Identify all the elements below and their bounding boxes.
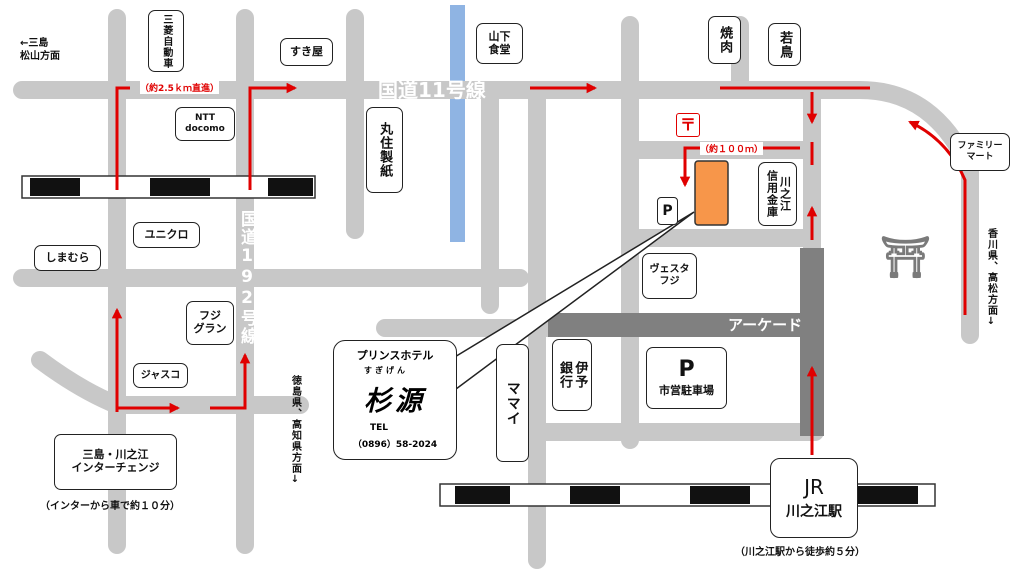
landmark-fuji-grand: フジ グラン xyxy=(186,301,234,345)
station-name: 川之江駅 xyxy=(786,503,842,520)
hotel-name: 杉源 xyxy=(364,386,426,417)
hotel-ruby: すぎげん xyxy=(364,366,408,375)
landmark-yakiniku: 焼肉 xyxy=(708,16,741,64)
shrine-icon: ⛩ xyxy=(880,235,931,281)
interchange-note: （インターから車で約１０分） xyxy=(40,501,180,512)
hotel-prefix: プリンスホテル xyxy=(356,349,434,362)
landmark-jasco: ジャスコ xyxy=(133,363,188,388)
landmark-ntt-docomo: NTT docomo xyxy=(175,107,235,141)
parking-name: 市営駐車場 xyxy=(659,383,714,397)
interchange-box: 三島・川之江 インターチェンジ xyxy=(54,434,177,490)
hotel-tel: （0896）58-2024 xyxy=(352,440,438,450)
landmark-family-mart: ファミリー マート xyxy=(950,133,1010,171)
jr-kawanoe-station: JR 川之江駅 xyxy=(770,458,858,538)
distance-2-5km: （約2.5ｋｍ直進） xyxy=(140,81,219,94)
landmark-maruzumi: 丸住製紙 xyxy=(366,107,403,193)
landmark-sukiya: すき屋 xyxy=(280,38,333,66)
direction-tokushima: 徳島県、高知県方面↓ xyxy=(289,375,301,486)
landmark-wakadori: 若鳥 xyxy=(768,23,801,66)
direction-kagawa: 香川県、高松方面↓ xyxy=(985,228,997,328)
landmark-shimamura: しまむら xyxy=(34,245,101,271)
hotel-tel-label: TEL xyxy=(370,423,389,433)
landmark-mitsubishi: 三菱自動車 xyxy=(148,10,184,72)
distance-100m: （約１００ｍ） xyxy=(700,142,764,155)
landmark-uniqlo: ユニクロ xyxy=(133,222,200,248)
river xyxy=(450,5,465,242)
landmark-iyo-bank: 伊予 銀行 xyxy=(552,339,592,411)
arcade-horizontal xyxy=(548,313,800,337)
road-curve-sw xyxy=(31,351,126,414)
road-label-arcade: アーケード xyxy=(728,316,803,334)
road-label-route-192: 国道192号線 xyxy=(237,210,257,345)
hotel-callout: プリンスホテル すぎげん 杉源 TEL （0896）58-2024 xyxy=(333,340,457,460)
postal-icon: 〒 xyxy=(676,113,700,137)
road-label-route-11: 国道11号線 xyxy=(378,78,486,102)
direction-mishima: ←三島 松山方面 xyxy=(20,38,60,62)
station-note: （川之江駅から徒歩約５分） xyxy=(735,547,865,558)
municipal-parking: P 市営駐車場 xyxy=(646,347,727,409)
station-line: JR xyxy=(804,474,824,499)
parking-icon: P xyxy=(678,356,695,382)
rail-east xyxy=(439,483,936,507)
rail-west xyxy=(21,175,316,199)
landmark-yamashita: 山下 食堂 xyxy=(476,23,523,64)
landmark-mamai: ママイ xyxy=(496,344,529,462)
landmark-vesta-fuji: ヴェスタ フジ xyxy=(642,253,697,299)
landmark-shinkin-bank: 川之江 信用金庫 xyxy=(758,162,797,226)
parking-small-icon: P xyxy=(657,197,678,225)
hotel-building xyxy=(694,160,729,226)
